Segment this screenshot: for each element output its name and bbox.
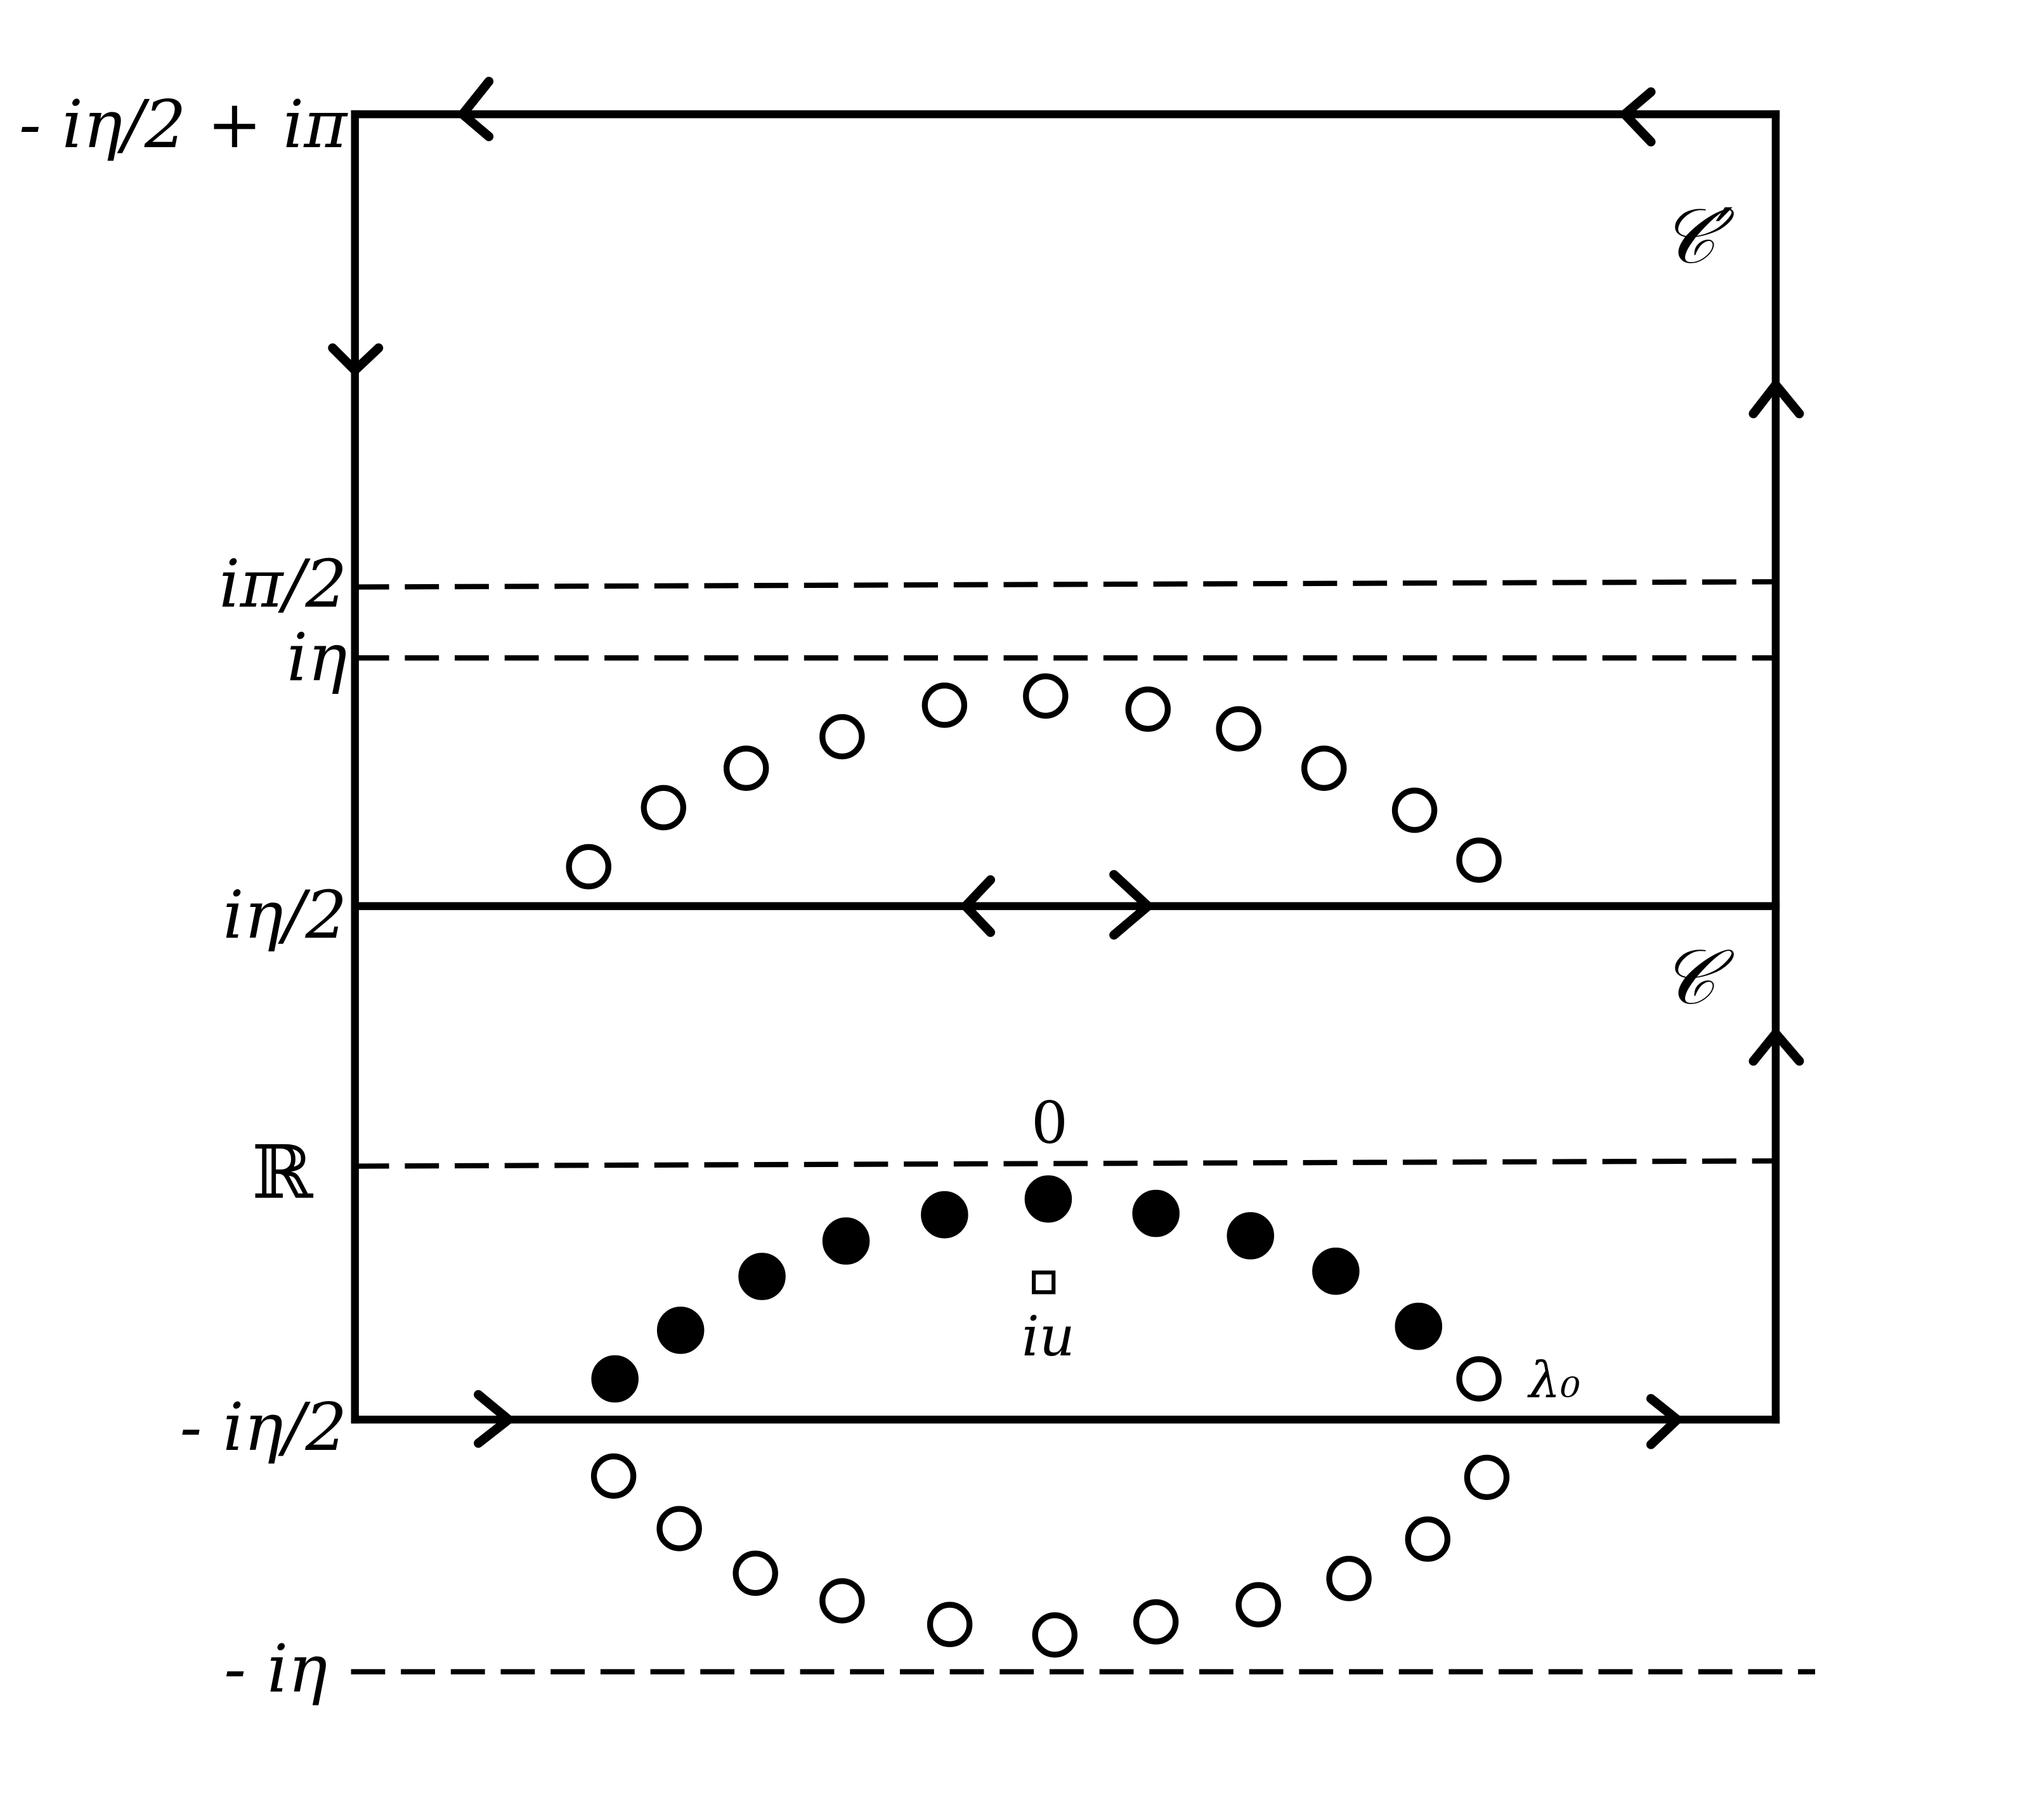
- filled-point: [656, 1307, 705, 1354]
- lower-open-arc: [590, 1453, 1510, 1658]
- line-real-axis: [355, 1158, 1779, 1169]
- open-point: [723, 745, 769, 791]
- label-zero: 0: [1031, 1089, 1068, 1156]
- open-point: [1405, 1516, 1450, 1562]
- direction-arrows: [328, 77, 1804, 1449]
- arrow-left-icon: [961, 875, 996, 937]
- open-point: [1326, 1556, 1372, 1602]
- arrow-down-icon: [328, 343, 384, 375]
- label-contour-c-prime: 𝒞′: [1660, 193, 1735, 281]
- open-point: [819, 714, 865, 760]
- lambda0-point: [1456, 1356, 1502, 1402]
- label-top: - iη/2 + iπ: [19, 87, 348, 163]
- upper-open-arc: [566, 673, 1502, 890]
- filled-point: [1024, 1175, 1072, 1223]
- open-point: [656, 1506, 702, 1551]
- label-real-axis: ℝ: [252, 1130, 314, 1215]
- filled-point: [1395, 1302, 1443, 1350]
- open-point: [1023, 673, 1069, 719]
- open-point: [819, 1578, 865, 1624]
- open-point: [1301, 745, 1347, 791]
- iu-square-point: [1032, 1270, 1056, 1295]
- label-contour-c: 𝒞: [1660, 934, 1735, 1022]
- open-point: [732, 1550, 778, 1596]
- label-ieta-half: iη/2: [223, 877, 347, 953]
- labels: - iη/2 + iπ iπ/2 iη iη/2 ℝ - iη/2 - iη 0…: [19, 87, 1735, 1707]
- points: [566, 673, 1510, 1658]
- open-point: [590, 1453, 637, 1499]
- line-ipi-half: [355, 579, 1779, 590]
- reference-lines: [351, 579, 1816, 1674]
- label-minus-ieta-half: - iη/2: [180, 1390, 348, 1466]
- contour: [351, 110, 1780, 1424]
- open-point: [566, 844, 611, 890]
- arrow-left-icon: [458, 77, 494, 141]
- filled-point: [921, 1191, 968, 1239]
- open-point: [1133, 1599, 1179, 1645]
- open-point: [1235, 1582, 1281, 1628]
- arrow-left-icon: [1620, 87, 1656, 147]
- label-ieta: iη: [287, 620, 347, 696]
- open-point: [641, 785, 686, 831]
- arrow-right-icon: [474, 1390, 514, 1448]
- open-point: [927, 1602, 973, 1647]
- filled-point: [738, 1253, 786, 1300]
- filled-point: [822, 1217, 870, 1265]
- open-point: [921, 682, 968, 728]
- arrow-up-icon: [1748, 380, 1804, 419]
- label-minus-ieta: - iη: [224, 1631, 327, 1707]
- open-point: [1391, 787, 1438, 833]
- open-point: [1032, 1612, 1077, 1658]
- filled-point: [1312, 1247, 1360, 1295]
- label-lambda0: λ₀: [1527, 1351, 1580, 1409]
- open-point: [1464, 1454, 1510, 1501]
- label-ipi-half: iπ/2: [219, 547, 347, 623]
- open-point: [1216, 706, 1261, 752]
- filled-point: [1227, 1212, 1275, 1260]
- arrow-right-icon: [1646, 1393, 1682, 1449]
- open-point: [1456, 837, 1502, 883]
- filled-arc: [591, 1175, 1443, 1403]
- open-point: [1125, 686, 1171, 732]
- filled-point: [591, 1355, 639, 1403]
- arrow-right-icon: [1109, 870, 1153, 940]
- arrow-up-icon: [1748, 1029, 1804, 1066]
- label-iu: iu: [1022, 1304, 1075, 1369]
- filled-point: [1132, 1189, 1180, 1237]
